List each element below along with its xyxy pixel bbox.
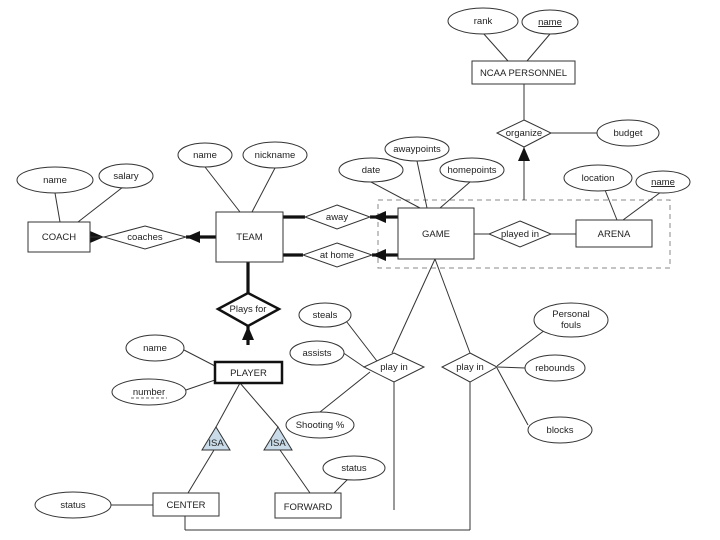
svg-text:away: away — [326, 212, 348, 223]
svg-text:COACH: COACH — [42, 232, 76, 243]
svg-text:name: name — [193, 150, 217, 161]
relationship-plays-for: Plays for — [215, 291, 282, 328]
entity-forward: FORWARD — [274, 492, 342, 519]
arrow-team — [186, 231, 200, 243]
svg-text:rebounds: rebounds — [535, 363, 575, 374]
svg-text:blocks: blocks — [547, 425, 574, 436]
attr-homepoints: homepoints — [439, 157, 505, 183]
svg-text:play in: play in — [380, 362, 407, 373]
svg-text:Plays for: Plays for — [230, 304, 267, 315]
entity-game: GAME — [397, 207, 475, 260]
svg-text:FORWARD: FORWARD — [284, 502, 333, 513]
attr-location: location — [563, 164, 633, 192]
attr-team-name: name — [177, 142, 233, 168]
arrow-game-away — [372, 211, 386, 223]
svg-text:Personal: Personal — [552, 309, 590, 320]
attr-coach-name: name — [16, 166, 94, 194]
svg-text:fouls: fouls — [561, 320, 581, 331]
attr-number: number — [111, 378, 187, 406]
relationship-play-in-2: play in — [440, 352, 499, 383]
svg-text:coaches: coaches — [127, 232, 163, 243]
arrow-organize — [518, 147, 530, 161]
svg-text:at home: at home — [320, 250, 354, 261]
svg-text:name: name — [143, 343, 167, 354]
connectors — [54, 32, 662, 531]
attr-blocks: blocks — [527, 416, 593, 444]
svg-text:nickname: nickname — [255, 150, 296, 161]
attr-date: date — [338, 157, 404, 183]
svg-text:NCAA PERSONNEL: NCAA PERSONNEL — [480, 68, 567, 79]
attr-rebounds: rebounds — [524, 354, 586, 382]
entity-arena: ARENA — [575, 219, 653, 248]
svg-text:status: status — [341, 463, 367, 474]
svg-text:steals: steals — [313, 310, 338, 321]
svg-text:location: location — [582, 173, 615, 184]
svg-text:homepoints: homepoints — [447, 165, 496, 176]
svg-text:TEAM: TEAM — [236, 232, 262, 243]
svg-text:ARENA: ARENA — [598, 229, 631, 240]
attr-budget: budget — [596, 119, 660, 147]
attr-forward-status: status — [322, 455, 386, 481]
attr-ncaa-rank: rank — [447, 7, 519, 35]
attr-awaypoints: awaypoints — [384, 136, 450, 162]
svg-text:date: date — [362, 165, 381, 176]
svg-text:ISA: ISA — [208, 438, 224, 449]
relationship-play-in-1: play in — [362, 352, 426, 383]
entity-team: TEAM — [215, 211, 284, 263]
relationship-away: away — [303, 204, 372, 230]
entity-player: PLAYER — [213, 360, 284, 385]
svg-text:organize: organize — [506, 128, 542, 139]
attr-personal-fouls: Personal fouls — [533, 302, 609, 338]
svg-text:CENTER: CENTER — [166, 500, 205, 511]
attr-center-status: status — [34, 491, 112, 519]
svg-text:play in: play in — [456, 362, 483, 373]
svg-text:PLAYER: PLAYER — [230, 368, 267, 379]
entity-coach: COACH — [27, 221, 91, 253]
svg-text:GAME: GAME — [422, 229, 450, 240]
attr-ncaa-name: name — [521, 9, 579, 35]
attr-arena-name: name — [635, 170, 691, 194]
svg-text:salary: salary — [113, 171, 139, 182]
svg-text:played in: played in — [501, 229, 539, 240]
svg-text:Shooting %: Shooting % — [296, 420, 345, 431]
svg-text:awaypoints: awaypoints — [393, 144, 441, 155]
svg-text:rank: rank — [474, 16, 493, 27]
relationship-organize: organize — [495, 119, 553, 148]
isa-left: ISA — [201, 426, 231, 451]
svg-text:name: name — [538, 17, 562, 28]
svg-text:status: status — [60, 500, 86, 511]
isa-right: ISA — [263, 426, 293, 451]
attr-assists: assists — [289, 340, 345, 366]
attr-salary: salary — [98, 163, 154, 189]
relationship-played-in: played in — [487, 220, 553, 248]
arrow-plays-for — [242, 326, 254, 340]
svg-text:assists: assists — [302, 348, 331, 359]
svg-text:number: number — [133, 387, 165, 398]
attr-nickname: nickname — [242, 141, 308, 169]
svg-text:ISA: ISA — [270, 438, 286, 449]
attr-steals: steals — [298, 302, 352, 328]
entity-ncaa-personnel: NCAA PERSONNEL — [471, 60, 576, 85]
relationship-at-home: at home — [301, 242, 374, 268]
arrow-game-home — [372, 249, 386, 261]
entity-center: CENTER — [152, 492, 220, 517]
svg-text:budget: budget — [613, 128, 642, 139]
svg-text:name: name — [43, 175, 67, 186]
relationship-coaches: coaches — [102, 225, 188, 250]
attr-shooting: Shooting % — [285, 411, 355, 439]
svg-text:name: name — [651, 177, 675, 188]
attr-player-name: name — [125, 334, 185, 362]
